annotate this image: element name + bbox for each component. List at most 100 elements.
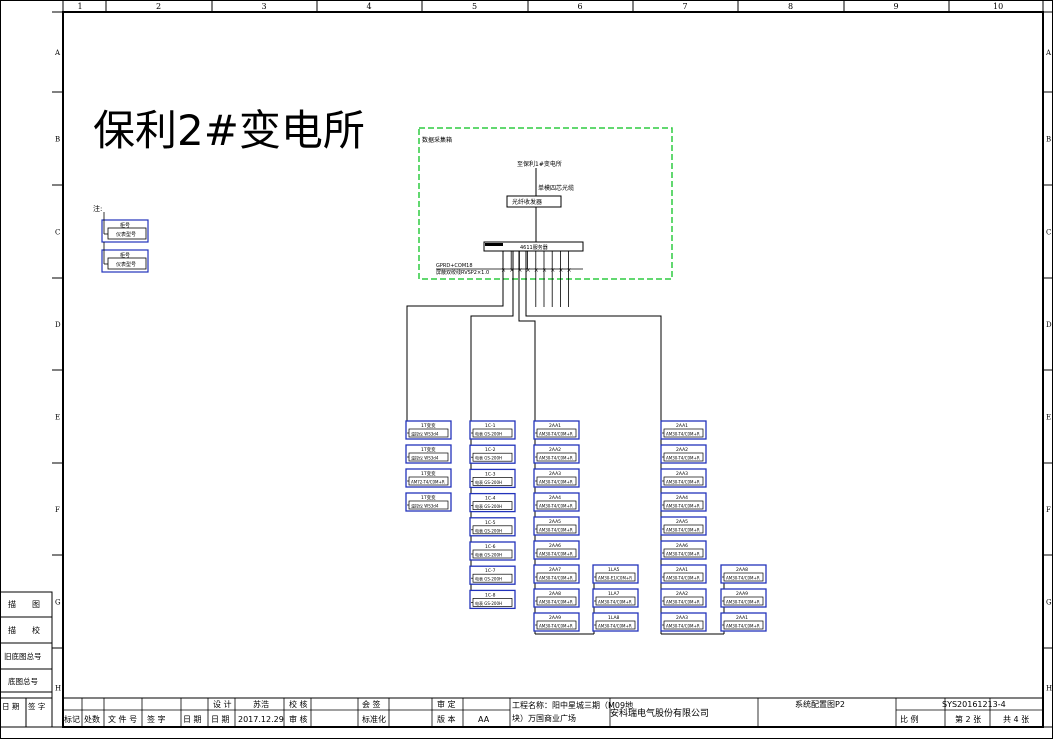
meter-box: 1C-4电表 GS-200H [469, 492, 516, 513]
tb-drawing-title: 系统配置图P2 [795, 699, 845, 709]
meter-model-label: 电表 GS-200H [475, 455, 502, 461]
tb-design: 设 计 [213, 699, 232, 709]
meter-cabinet-label: 1C-7 [485, 568, 496, 574]
column-marker-label: 1 [78, 2, 83, 11]
row-marker-label: E [55, 414, 60, 422]
meter-model-label: AM30-T4/C0M+R [666, 480, 700, 485]
meter-model-label: AM30-T4/C0M+R [539, 480, 573, 485]
meter-cabinet-label: 1C-2 [485, 447, 496, 453]
meter-box: 1C-3电表 GS-200H [469, 468, 516, 489]
meter-cabinet-label: 2AA6 [676, 543, 688, 549]
tb-approve: 审 定 [437, 699, 456, 709]
meter-cabinet-label: 1C-4 [485, 496, 496, 502]
meter-cabinet-label: 2AA8 [736, 567, 748, 573]
meter-cabinet-label: 2AA6 [549, 543, 561, 549]
tb-row-label: 处数 [84, 714, 100, 724]
row-marker-label: G [1046, 599, 1052, 607]
row-marker-label: H [1046, 685, 1052, 693]
meter-model-label: AM30-T4/C0M+R [666, 456, 700, 461]
fiber-transceiver-label: 光纤收发器 [512, 198, 542, 206]
page-title: 保利2#变电所 [93, 106, 365, 155]
column-marker-label: 3 [262, 2, 267, 11]
tb-company: 安科瑞电气股份有限公司 [610, 707, 709, 719]
meter-cabinet-label: 1LA7 [608, 591, 620, 597]
tb-drawing-number: SYS20161213-4 [942, 700, 1006, 709]
legend-label: 注: [93, 204, 102, 213]
legend-cabinet-label: 柜号 [120, 252, 130, 259]
meter-model-label: 电表 GS-200H [475, 527, 502, 533]
meter-model-label: AM30-T4/C0M+R [539, 432, 573, 437]
meter-model-label: AM30-T4/C0M+R [539, 456, 573, 461]
port-marker: × [526, 267, 531, 274]
meter-box: 1C-1 电表 GS-200H [469, 420, 516, 440]
row-marker-label: F [1046, 506, 1051, 514]
meter-model-label: AM30-T4/C0M+R [666, 576, 700, 581]
fiber-transceiver [506, 195, 562, 208]
meter-cabinet-label: 1T变变 [421, 446, 436, 453]
tb-check: 校 核 [289, 699, 308, 709]
meter-box: 1C-2 电表 GS-200H [469, 444, 516, 464]
tb-scale: 比 例 [900, 714, 919, 724]
meter-model-label: AM72-T4/C0M+R [411, 480, 445, 485]
meter-cabinet-label: 2AA5 [549, 519, 561, 525]
side-sign-label: 签 字 [28, 701, 45, 711]
tb-project-name-2: 块）万国商业广场 [512, 713, 576, 723]
column-marker-label: 9 [894, 2, 899, 11]
meter-model-label: AM30-T4/C0M+R [598, 624, 632, 629]
meter-cabinet-label: 2AA9 [549, 615, 561, 621]
column-marker-label: 7 [683, 2, 688, 11]
port-marker: × [567, 267, 572, 274]
meter-cabinet-label: 1C-1 [485, 423, 496, 429]
port-marker: × [501, 267, 506, 274]
collection-box [418, 127, 673, 280]
meter-cabinet-label: 2AA3 [676, 471, 688, 477]
meter-model-label: AM30-T4/C0M+R [726, 576, 760, 581]
meter-box: 1C-6电表 GS-200H [469, 541, 516, 561]
meter-model-label: AM30-T4/C0M+R [539, 528, 573, 533]
meter-cabinet-label: 2AA9 [736, 591, 748, 597]
meter-model-label: 电表 GS-200H [475, 576, 502, 582]
collection-box-title: 数据采集箱 [422, 136, 452, 144]
meter-model-label: AM30-T4/C0M+R [666, 552, 700, 557]
meter-model-label: 电表 GS-200H [475, 479, 502, 485]
meter-cabinet-label: 1LA5 [608, 567, 620, 573]
meter-model-label: AM30-T4/C0M+R [666, 624, 700, 629]
row-marker-label: C [1046, 229, 1051, 237]
meter-cabinet-label: 2AA8 [549, 591, 561, 597]
tb-row-label: 文 件 号 [108, 714, 137, 724]
meter-model-label: AM30-T4/C0M+R [539, 600, 573, 605]
meter-model-label: 温控仪 WS3d4 [411, 455, 439, 461]
row-marker-label: C [55, 229, 60, 237]
meter-cabinet-label: 2AA3 [549, 471, 561, 477]
meter-box: 1C-8电表 GS-200H [469, 589, 516, 610]
meter-model-label: 电表 GS-200H [475, 431, 502, 437]
tb-sheet: 第 2 张 [955, 714, 981, 724]
meter-model-label: AM30-T4/C0M+R [598, 600, 632, 605]
tb-date: 2017.12.29 [238, 715, 284, 724]
row-marker-label: H [55, 685, 61, 693]
tb-version: 版 本 [437, 714, 456, 724]
port-marker: × [517, 267, 522, 274]
meter-cabinet-label: 2AA2 [676, 591, 688, 597]
